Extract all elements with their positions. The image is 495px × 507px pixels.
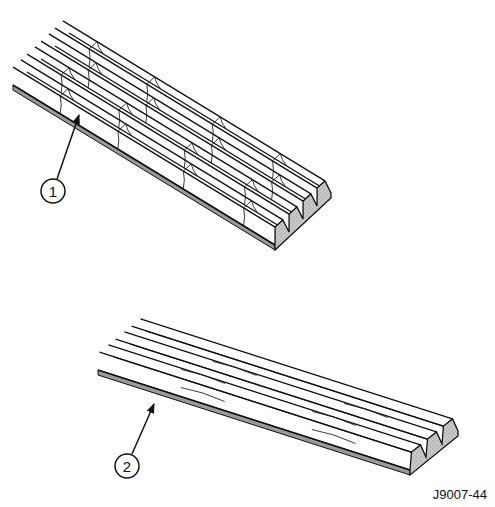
- crack-mark: [119, 103, 133, 128]
- belt-stroke: [124, 332, 436, 432]
- belt-backing: [98, 370, 410, 475]
- belt-end-face: [275, 181, 331, 250]
- belt-end-face: [410, 419, 458, 475]
- crack-mark: [118, 124, 132, 149]
- belt-stroke: [130, 344, 442, 444]
- crack-mark: [88, 63, 102, 88]
- crack-mark: [272, 175, 286, 200]
- belt-backing: [13, 85, 275, 250]
- belt-stroke: [108, 345, 420, 445]
- callout-number: 1: [41, 179, 65, 203]
- belt-stroke: [69, 33, 331, 193]
- glazing-mark: [344, 404, 388, 418]
- glazing-mark: [312, 430, 356, 444]
- belt-stroke: [114, 357, 426, 457]
- belt-stroke: [146, 331, 458, 431]
- belt-stroke: [49, 34, 311, 194]
- crack-mark: [61, 68, 75, 93]
- crack-mark: [183, 164, 197, 189]
- belt-stroke: [41, 41, 303, 201]
- callout-circle: [41, 179, 65, 203]
- belt-stroke: [55, 28, 317, 188]
- figure-code: J9007-44: [433, 488, 487, 501]
- crack-mark: [244, 201, 258, 226]
- glazed-belt: [98, 319, 458, 475]
- crack-mark: [273, 154, 287, 179]
- belt-stroke: [27, 54, 289, 214]
- glazing-mark: [213, 362, 257, 376]
- crack-mark: [147, 77, 161, 102]
- belt-stroke: [27, 72, 289, 232]
- belt-stroke: [140, 319, 452, 419]
- belt-stroke: [55, 46, 317, 206]
- belt-stroke: [35, 47, 297, 207]
- belt-stroke: [13, 67, 275, 227]
- callout-circle: [115, 454, 139, 478]
- belt-stroke: [98, 370, 410, 470]
- crack-mark: [89, 42, 103, 67]
- belt-stroke: [13, 85, 275, 245]
- leader-arrow: [57, 115, 79, 179]
- belt-stroke: [41, 59, 303, 219]
- glazing-mark: [181, 370, 225, 384]
- crack-mark: [60, 89, 74, 114]
- glazing-mark: [181, 388, 225, 402]
- callout-number: 2: [115, 454, 139, 478]
- crack-mark: [245, 180, 259, 205]
- crack-mark: [212, 117, 226, 142]
- cracked-belt: [13, 21, 331, 250]
- leader-arrow: [132, 404, 154, 454]
- crack-mark: [184, 143, 198, 168]
- crack-mark: [146, 98, 160, 123]
- glazing-mark: [312, 412, 356, 426]
- belt-stroke: [63, 21, 325, 181]
- crack-mark: [211, 138, 225, 163]
